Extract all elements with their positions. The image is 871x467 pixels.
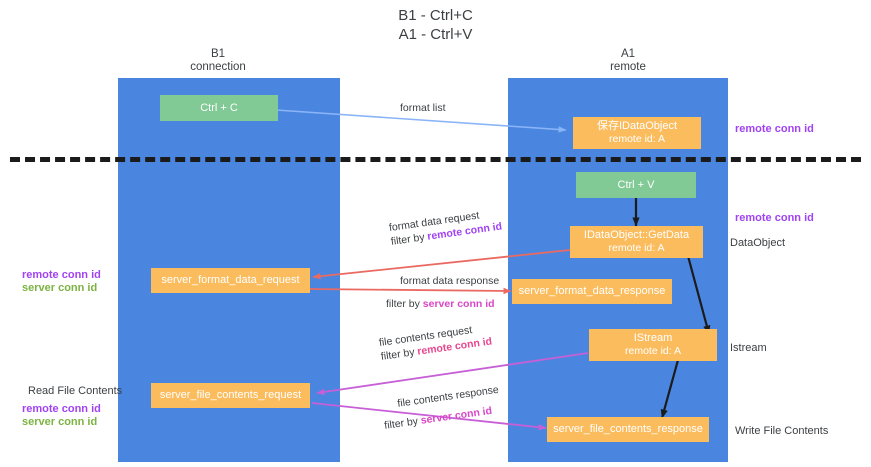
- annotation-right-remote-conn-id-top: remote conn id: [735, 123, 814, 135]
- node-save-idataobject-line1: 保存IDataObject: [596, 120, 678, 132]
- lane-header-b1: B1 connection: [148, 48, 288, 74]
- node-ctrl-v-label: Ctrl + V: [617, 178, 655, 191]
- node-server-file-contents-response[interactable]: server_file_contents_response: [547, 417, 709, 442]
- node-save-idataobject[interactable]: 保存IDataObject remote id: A: [573, 117, 701, 149]
- arrow-format-data-response: [309, 287, 512, 295]
- lane-header-a1-name: A1: [620, 48, 636, 60]
- arrow-istream-to-file-contents-response: [660, 359, 680, 419]
- annotation-left-server-conn-id: server conn id: [22, 282, 98, 294]
- arrow-format-list: [275, 109, 567, 133]
- arrow-file-contents-request: [316, 352, 589, 396]
- arrow-format-data-request: [312, 249, 571, 280]
- node-server-file-contents-request[interactable]: server_file_contents_request: [151, 383, 310, 408]
- lane-header-b1-name: B1: [210, 48, 226, 60]
- node-ctrl-c[interactable]: Ctrl + C: [160, 95, 278, 121]
- node-istream-line1: IStream: [633, 332, 673, 344]
- page-title: B1 - Ctrl+C A1 - Ctrl+V: [0, 6, 871, 44]
- node-idataobject-getdata-line2: remote id: A: [608, 242, 665, 254]
- node-server-format-data-request[interactable]: server_format_data_request: [151, 268, 310, 293]
- edge-label-format-data-response-line1: format data response: [400, 275, 500, 287]
- edge-label-format-data-response-key: server conn id: [422, 298, 495, 310]
- annotation-left-read-file-contents: Read File Contents: [28, 385, 123, 397]
- edge-label-format-list: format list: [400, 101, 446, 115]
- annotation-left-remote-conn-id-2: remote conn id: [22, 403, 101, 415]
- arrow-getdata-to-istream: [686, 255, 711, 335]
- annotation-left-remote-conn-id: remote conn id: [22, 269, 101, 281]
- node-save-idataobject-line2: remote id: A: [608, 133, 666, 145]
- annotation-right-remote-conn-id-mid: remote conn id: [735, 212, 814, 224]
- edge-label-format-data-response-line2: filter by server conn id: [386, 297, 499, 311]
- node-istream[interactable]: IStream remote id: A: [589, 329, 717, 361]
- edge-label-format-data-response-prefix: filter by: [386, 298, 423, 310]
- node-server-file-contents-request-label: server_file_contents_request: [159, 389, 302, 401]
- node-server-format-data-response-label: server_format_data_response: [518, 285, 666, 297]
- lane-header-a1: A1 remote: [558, 48, 698, 74]
- node-idataobject-getdata[interactable]: IDataObject::GetData remote id: A: [570, 226, 703, 258]
- lane-header-a1-subtitle: remote: [610, 61, 646, 73]
- node-idataobject-getdata-line1: IDataObject::GetData: [583, 229, 690, 241]
- edge-label-format-list-text: format list: [400, 102, 446, 114]
- annotation-right-istream: Istream: [730, 342, 767, 354]
- node-ctrl-c-label: Ctrl + C: [200, 101, 238, 114]
- annotation-left-server-conn-id-2: server conn id: [22, 416, 98, 428]
- title-line-1: B1 - Ctrl+C: [398, 7, 473, 24]
- node-istream-line2: remote id: A: [624, 345, 682, 357]
- node-ctrl-v[interactable]: Ctrl + V: [576, 172, 696, 198]
- edge-label-format-data-response: format data response filter by server co…: [386, 274, 499, 311]
- lane-header-b1-subtitle: connection: [190, 61, 246, 73]
- title-line-2: A1 - Ctrl+V: [398, 26, 473, 43]
- phase-divider: [10, 157, 861, 162]
- annotation-right-write-file-contents: Write File Contents: [735, 425, 829, 437]
- annotation-right-dataobject: DataObject: [730, 237, 786, 249]
- node-server-file-contents-response-label: server_file_contents_response: [553, 423, 703, 435]
- node-server-format-data-response[interactable]: server_format_data_response: [512, 279, 672, 304]
- node-server-format-data-request-label: server_format_data_request: [161, 274, 300, 286]
- arrow-file-contents-response: [311, 402, 547, 431]
